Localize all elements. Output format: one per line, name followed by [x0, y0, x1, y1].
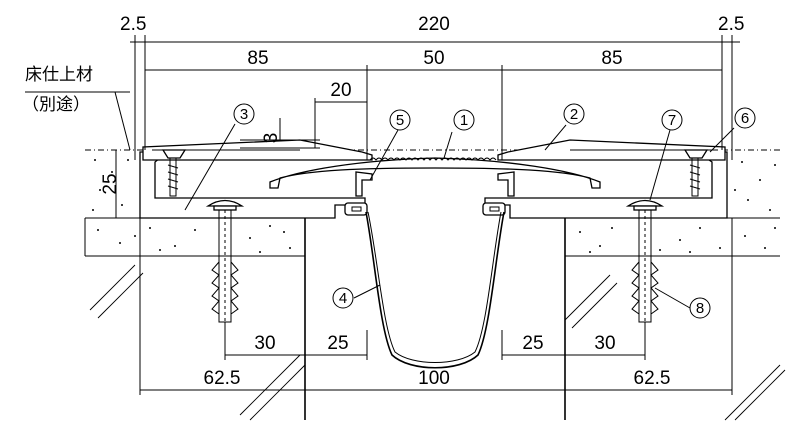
right-base-profile [482, 151, 728, 219]
dim-right-plate: 85 [601, 48, 622, 69]
floor-finish-line1: 床仕上材 [25, 65, 93, 85]
dimension-lines [115, 35, 740, 395]
dimension-text: 2.5 220 2.5 85 50 85 20 3 25 30 25 25 30… [100, 14, 744, 389]
dim-left-plate: 85 [247, 48, 268, 69]
callout-leaders [25, 91, 735, 309]
floor-finish-label: 床仕上材 （別途） [22, 65, 93, 115]
callout-2-circle [563, 103, 585, 125]
callout-7: 7 [668, 112, 676, 129]
dim-center-cover: 50 [423, 48, 444, 69]
dim-right-margin: 2.5 [718, 14, 744, 35]
dim-gap-offset-right: 25 [522, 333, 543, 354]
right-anchor [625, 199, 665, 323]
dim-overall-width: 220 [418, 14, 450, 35]
callout-8-circle [689, 297, 711, 319]
callout-1-circle [453, 109, 475, 131]
dim-bevel-length: 20 [330, 80, 351, 101]
callout-5: 5 [396, 112, 404, 129]
left-screw [161, 149, 187, 197]
dim-depth: 25 [100, 173, 121, 194]
callout-circles [233, 103, 756, 319]
callout-5-circle [389, 109, 411, 131]
dim-anchor-offset-left: 30 [254, 333, 275, 354]
right-screw [683, 149, 709, 197]
callout-numbers: 1 2 3 4 5 6 7 8 [240, 106, 749, 317]
callout-4: 4 [339, 290, 347, 307]
center-cover [269, 157, 601, 197]
floor-finish-line2: （別途） [22, 95, 90, 115]
callout-6-circle [734, 107, 756, 129]
callout-4-circle [332, 287, 354, 309]
dim-left-margin: 2.5 [120, 14, 146, 35]
ground-hatching [89, 264, 786, 421]
dim-base-right: 62.5 [634, 368, 671, 389]
rubber-drain-loop [365, 211, 505, 369]
callout-6: 6 [741, 110, 749, 127]
dim-gap-offset-left: 25 [327, 333, 348, 354]
callout-3-circle [233, 103, 255, 125]
concrete-stipple [92, 159, 776, 253]
callout-3: 3 [240, 106, 248, 123]
dim-joint-gap: 100 [418, 368, 450, 389]
callout-1: 1 [460, 112, 468, 129]
callout-2: 2 [570, 106, 578, 123]
callout-7-circle [661, 109, 683, 131]
dim-anchor-offset-right: 30 [594, 333, 615, 354]
dim-base-left: 62.5 [204, 368, 241, 389]
callout-8: 8 [696, 300, 704, 317]
dim-bevel-height: 3 [261, 133, 282, 144]
